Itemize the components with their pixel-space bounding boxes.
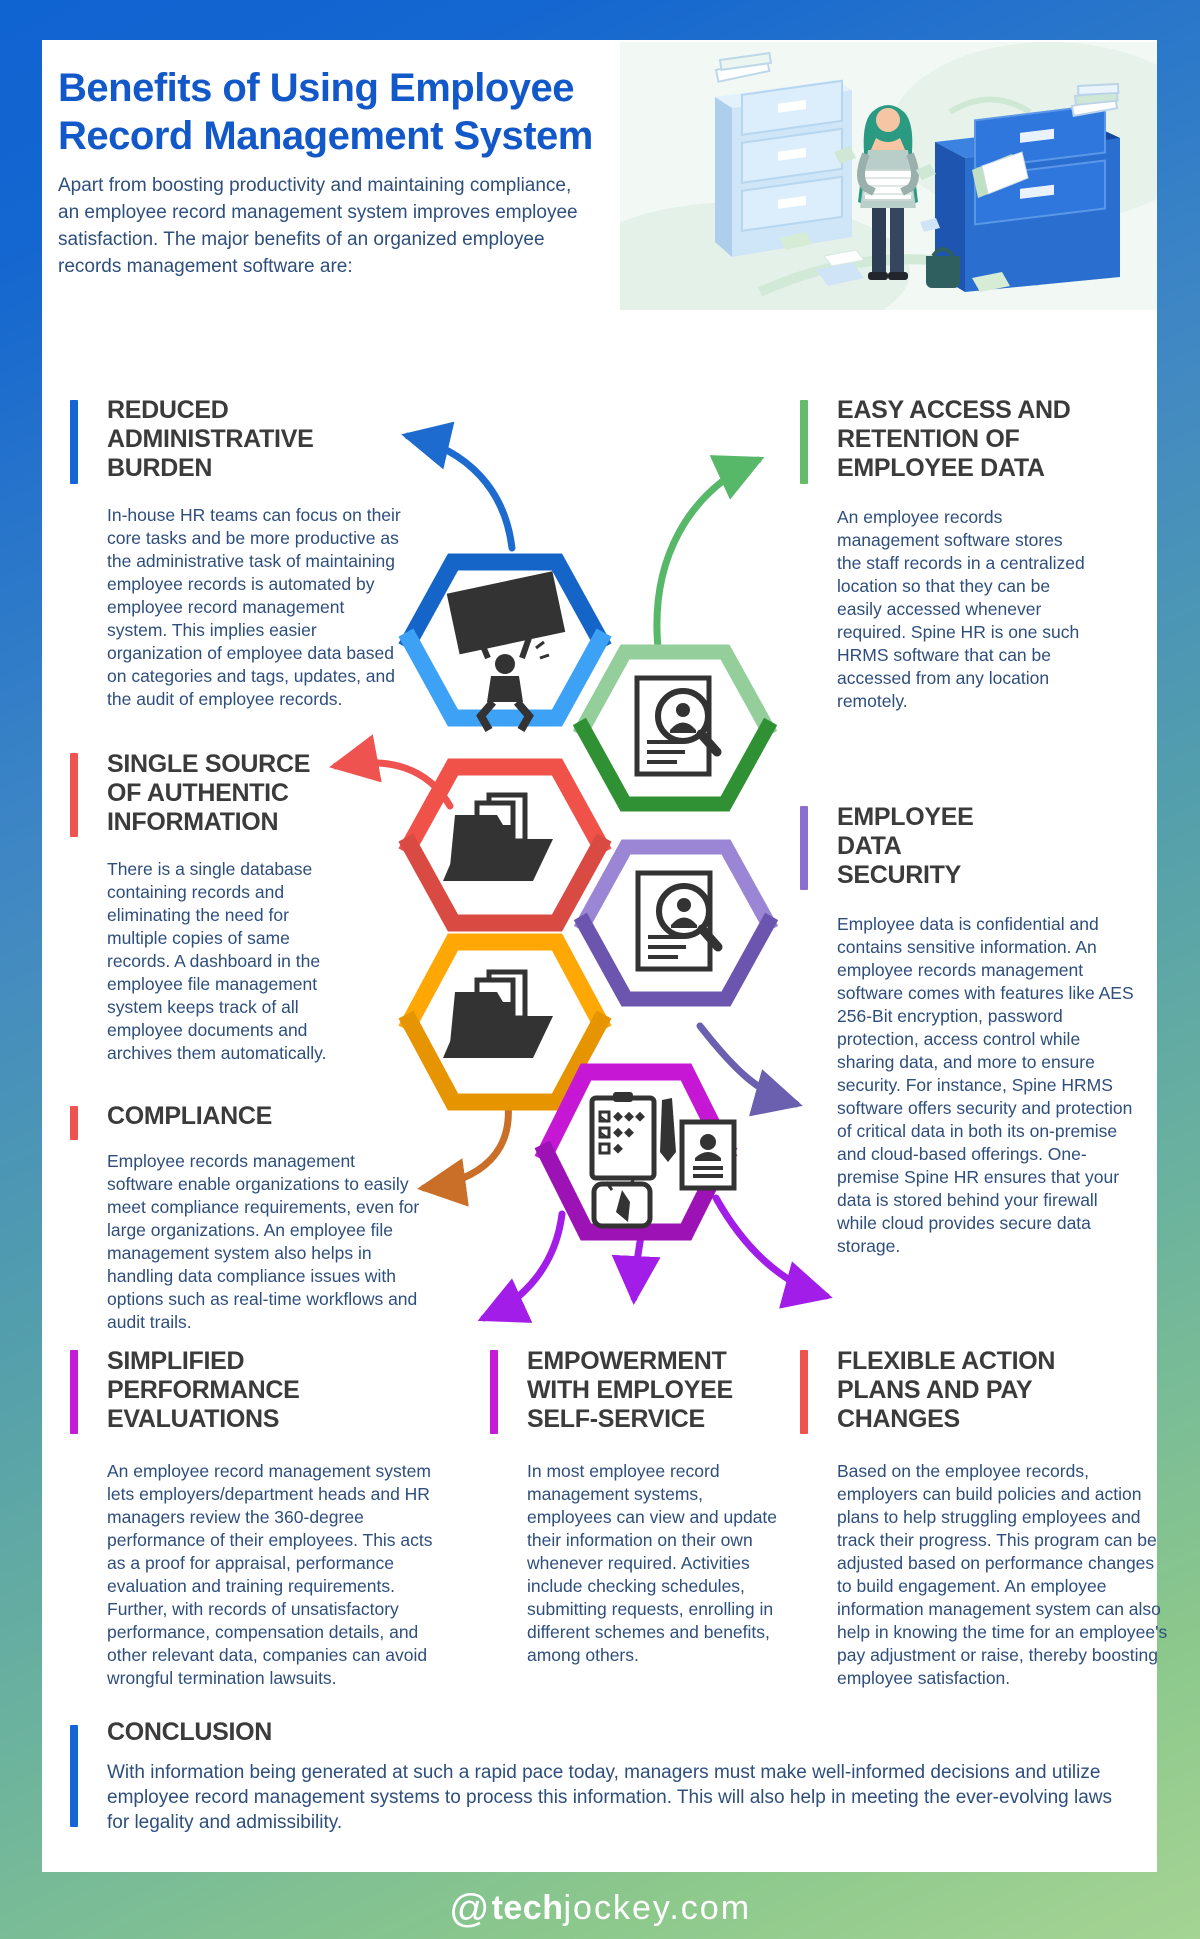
section-body: In most employee record management syste…	[527, 1461, 778, 1665]
accent-bar	[70, 1350, 78, 1434]
section-title-empowerment: EMPOWERMENT WITH EMPLOYEE SELF-SERVICE	[527, 1347, 733, 1433]
section-body: Employee data is confidential and contai…	[837, 914, 1134, 1256]
accent-bar	[800, 400, 808, 484]
section-title-conclusion: CONCLUSION	[107, 1718, 273, 1746]
page-title-line2: Record Management System	[58, 114, 593, 158]
accent-bar	[800, 1350, 808, 1434]
section-title-reduced-administrative-burden: REDUCED ADMINISTRATIVE BURDEN	[107, 396, 314, 482]
section-body: Employee records management software ena…	[107, 1151, 420, 1332]
section-title-data-security: EMPLOYEE DATA SECURITY	[837, 803, 974, 889]
footer-brand-light: jockey.com	[563, 1889, 752, 1927]
section-body: There is a single database containing re…	[107, 859, 327, 1063]
file-cabinet-dark	[935, 82, 1120, 292]
accent-bar	[70, 1725, 78, 1827]
section-body: An employee record management system let…	[107, 1461, 433, 1688]
accent-bar	[70, 753, 78, 837]
accent-bar	[800, 806, 808, 890]
accent-bar	[70, 400, 78, 484]
section-title-easy-access: EASY ACCESS AND RETENTION OF EMPLOYEE DA…	[837, 396, 1071, 482]
section-body: Based on the employee records, employers…	[837, 1461, 1168, 1688]
section-title-simplified-performance: SIMPLIFIED PERFORMANCE EVALUATIONS	[107, 1347, 300, 1433]
section-title-compliance: COMPLIANCE	[107, 1102, 273, 1130]
intro-paragraph: Apart from boosting productivity and mai…	[58, 175, 578, 277]
page-title-line1: Benefits of Using Employee	[58, 66, 574, 110]
section-body: An employee records management software …	[837, 507, 1085, 711]
footer-brand-bold: tech	[491, 1889, 564, 1927]
section-title-flexible-action: FLEXIBLE ACTION PLANS AND PAY CHANGES	[837, 1347, 1056, 1433]
file-cabinet-light	[714, 51, 852, 257]
conclusion-body: With information being generated at such…	[107, 1762, 1112, 1833]
section-title-single-source: SINGLE SOURCE OF AUTHENTIC INFORMATION	[107, 750, 311, 836]
accent-bar	[490, 1350, 498, 1434]
section-body: In-house HR teams can focus on their cor…	[107, 505, 401, 709]
scattered-papers	[780, 146, 1010, 292]
accent-bar	[70, 1106, 78, 1140]
techjockey-logo-icon: @	[448, 1886, 490, 1931]
page-title: Benefits of Using Employee Record Manage…	[58, 64, 658, 160]
woman-figure	[857, 105, 919, 280]
header-illustration	[620, 42, 1157, 310]
